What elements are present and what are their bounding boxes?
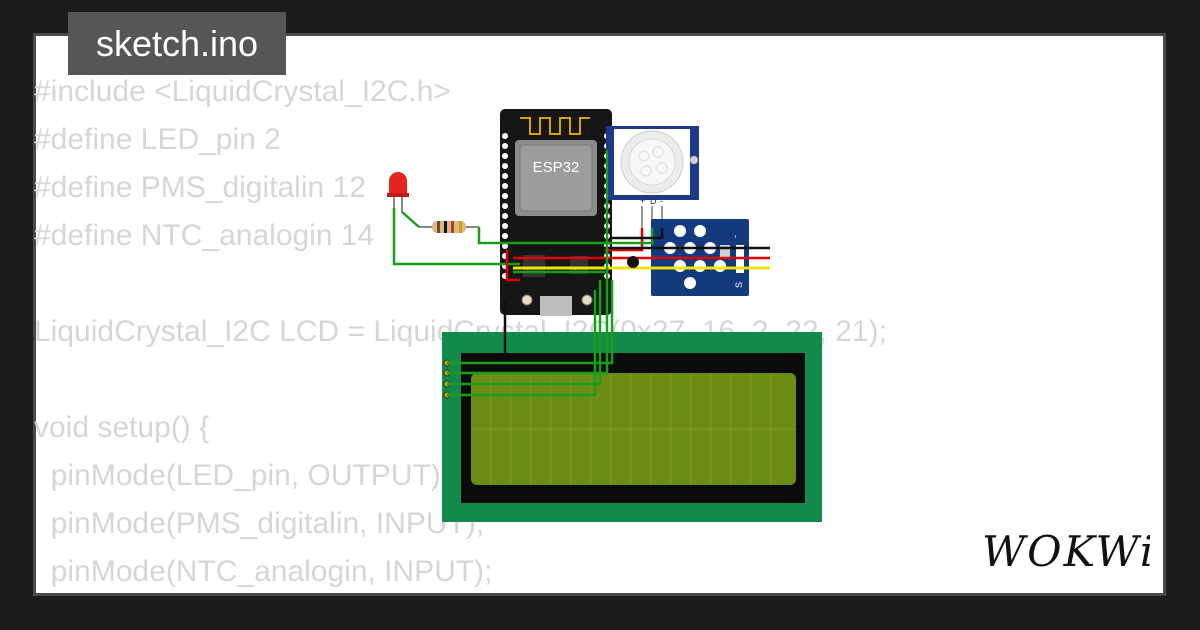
wokwi-logo-text: WOKWi xyxy=(982,527,1150,576)
red-led[interactable] xyxy=(387,172,409,212)
esp32-board[interactable]: ESP32 xyxy=(500,109,612,316)
wokwi-logo: WOKWi xyxy=(982,527,1150,576)
code-line: pinMode(PMS_digitalin, INPUT); xyxy=(34,507,485,540)
code-line: #define NTC_analogin 14 xyxy=(34,219,375,252)
code-line: pinMode(NTC_analogin, INPUT); xyxy=(34,555,493,588)
pir-pin-data: D xyxy=(650,196,657,206)
code-line: #include <LiquidCrystal_I2C.h> xyxy=(34,75,451,108)
wires xyxy=(392,150,770,397)
pir-pin-gnd: - xyxy=(660,196,663,206)
pir-sensor[interactable]: + D - xyxy=(606,126,699,228)
code-line: LiquidCrystal_I2C LCD = LiquidCrystal_I2… xyxy=(34,315,887,348)
code-line: #define LED_pin 2 xyxy=(34,123,281,156)
code-line: void setup() { xyxy=(34,411,210,444)
sketch-filename-tab: sketch.ino xyxy=(68,12,286,75)
ntc-gnd-label: - xyxy=(730,235,740,238)
code-line: pinMode(LED_pin, OUTPUT); xyxy=(34,459,450,492)
esp32-chip-label: ESP32 xyxy=(533,159,580,176)
ntc-signal-label: S xyxy=(734,282,744,288)
lcd-display[interactable] xyxy=(442,332,822,522)
code-background: #include <LiquidCrystal_I2C.h> #define LE… xyxy=(34,68,887,596)
code-line: #define PMS_digitalin 12 xyxy=(34,171,366,204)
resistor[interactable] xyxy=(419,221,479,233)
pir-pin-vcc: + xyxy=(640,196,645,206)
